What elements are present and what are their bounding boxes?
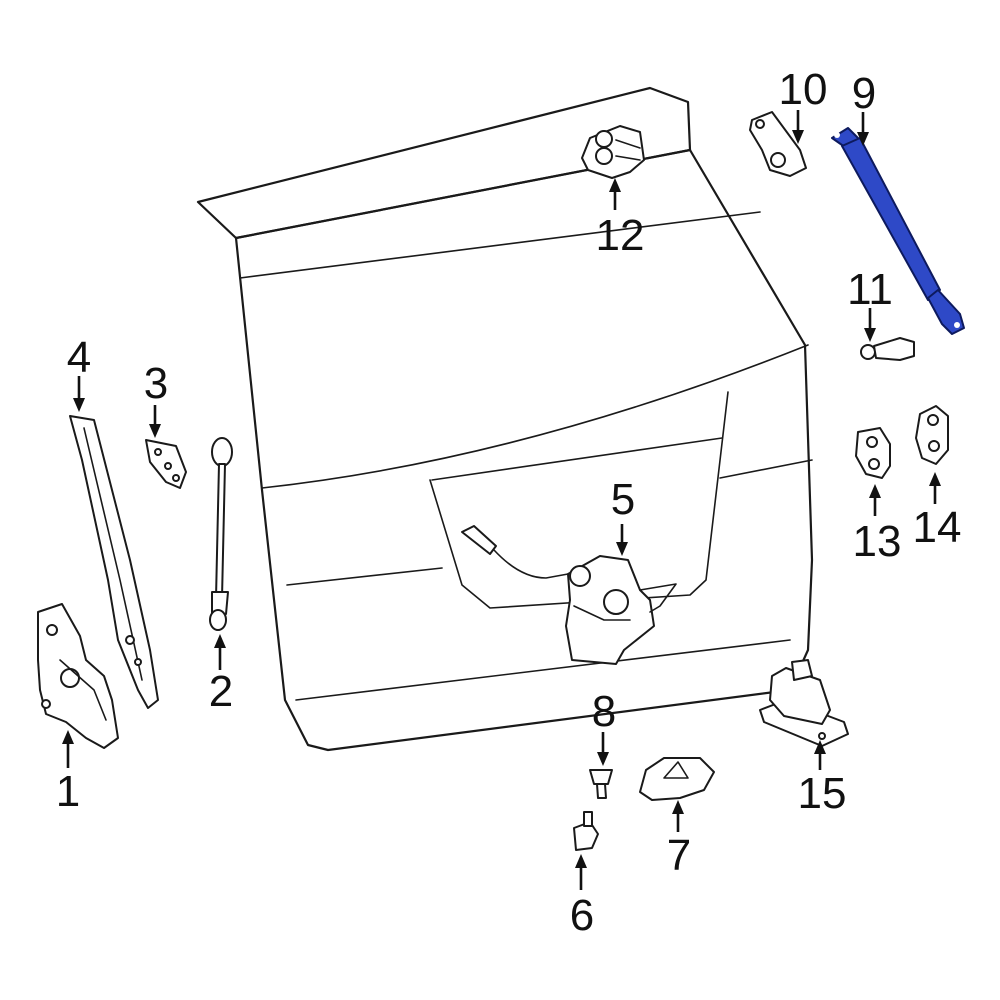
- part-1-actuator[interactable]: [37, 603, 119, 749]
- part-8-bolt[interactable]: [589, 769, 613, 799]
- callout-arrows: [62, 110, 941, 890]
- callout-3[interactable]: 3: [144, 359, 168, 408]
- callout-8[interactable]: 8: [592, 687, 616, 736]
- part-10-bracket[interactable]: [749, 111, 807, 177]
- part-12-hinge[interactable]: [581, 125, 645, 179]
- callout-9[interactable]: 9: [852, 69, 876, 118]
- callout-5[interactable]: 5: [611, 475, 635, 524]
- callout-6[interactable]: 6: [570, 891, 594, 940]
- callout-11[interactable]: 11: [847, 265, 893, 314]
- part-4-channel[interactable]: [69, 415, 159, 709]
- part-14-bumper[interactable]: [915, 405, 949, 465]
- callout-7[interactable]: 7: [667, 831, 691, 880]
- callout-1[interactable]: 1: [56, 767, 80, 816]
- callout-4[interactable]: 4: [67, 333, 91, 382]
- callout-15[interactable]: 15: [798, 769, 847, 818]
- callout-13[interactable]: 13: [853, 517, 902, 566]
- callout-12[interactable]: 12: [596, 211, 645, 260]
- part-3-bracket[interactable]: [145, 439, 187, 489]
- part-6-bolt[interactable]: [573, 811, 599, 851]
- part-2-lift-support[interactable]: [209, 437, 233, 631]
- part-11-ball-stud[interactable]: [860, 337, 915, 361]
- callout-10[interactable]: 10: [779, 65, 828, 114]
- part-5-latch[interactable]: [461, 525, 677, 665]
- callout-14[interactable]: 14: [913, 503, 962, 552]
- callout-labels: 1 2 3 4 5 6 7 8 9 10 11 12 13 14 15: [56, 65, 962, 940]
- callout-2[interactable]: 2: [209, 667, 233, 716]
- part-7-cover[interactable]: [639, 757, 715, 801]
- liftgate-panel: [196, 86, 814, 752]
- part-13-bumper[interactable]: [855, 427, 891, 479]
- part-15-module[interactable]: [759, 659, 849, 747]
- part-9-gas-strut[interactable]: [831, 127, 965, 335]
